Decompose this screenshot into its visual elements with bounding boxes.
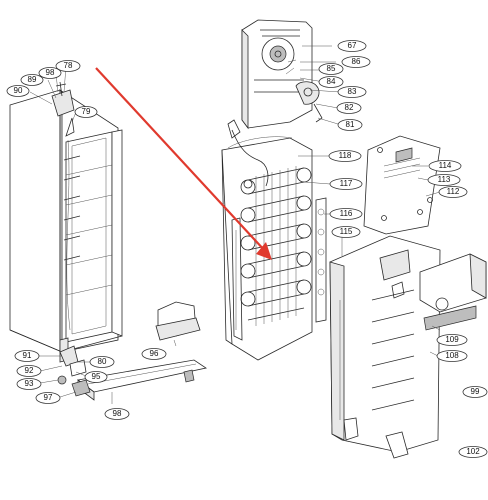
- callout-67: 67: [337, 40, 367, 52]
- callout-92: 92: [16, 365, 42, 377]
- svg-text:81: 81: [346, 120, 355, 129]
- pointer-arrow: [95, 67, 272, 260]
- callout-91: 91: [14, 350, 40, 362]
- callout-98-bottom: 98: [104, 408, 130, 420]
- drain-strip: [315, 197, 327, 323]
- callout-98-top: 98: [38, 67, 62, 79]
- callout-83: 83: [337, 86, 367, 98]
- svg-text:89: 89: [28, 75, 37, 84]
- svg-text:80: 80: [98, 357, 107, 366]
- callout-113: 113: [427, 174, 461, 186]
- evaporator-coil: [240, 166, 312, 326]
- svg-text:96: 96: [150, 349, 159, 358]
- callout-112: 112: [438, 186, 468, 198]
- svg-text:67: 67: [348, 41, 357, 50]
- callout-86: 86: [341, 56, 371, 68]
- svg-text:97: 97: [44, 393, 53, 402]
- callout-117: 117: [329, 178, 363, 190]
- svg-text:118: 118: [339, 151, 352, 160]
- svg-text:114: 114: [439, 161, 452, 170]
- callout-116: 116: [329, 208, 363, 220]
- svg-text:116: 116: [340, 209, 353, 218]
- fan-housing: [419, 253, 487, 331]
- svg-text:112: 112: [447, 187, 460, 196]
- svg-text:92: 92: [25, 366, 34, 375]
- svg-text:108: 108: [445, 351, 459, 360]
- callout-102: 102: [458, 446, 488, 458]
- svg-text:98: 98: [113, 409, 122, 418]
- callout-84: 84: [318, 76, 344, 88]
- svg-text:85: 85: [327, 64, 336, 73]
- callout-80: 80: [89, 356, 115, 368]
- svg-text:98: 98: [46, 68, 55, 77]
- callout-96: 96: [141, 348, 167, 360]
- svg-text:95: 95: [92, 372, 101, 381]
- svg-text:82: 82: [345, 103, 354, 112]
- svg-text:115: 115: [340, 227, 353, 236]
- callout-79: 79: [74, 106, 98, 118]
- svg-text:117: 117: [340, 179, 353, 188]
- svg-text:91: 91: [23, 351, 32, 360]
- svg-text:109: 109: [445, 335, 459, 344]
- bottom-hinge-parts: [57, 345, 87, 385]
- svg-text:83: 83: [348, 87, 357, 96]
- callout-78: 78: [55, 60, 81, 72]
- callout-89: 89: [20, 74, 44, 86]
- callout-95: 95: [84, 371, 108, 383]
- rear-panel: [363, 135, 441, 235]
- svg-text:86: 86: [352, 57, 361, 66]
- callout-109: 109: [436, 334, 468, 346]
- svg-text:102: 102: [466, 447, 480, 456]
- callout-93: 93: [16, 378, 42, 390]
- base-rail: [71, 359, 208, 401]
- svg-text:93: 93: [25, 379, 34, 388]
- callout-82: 82: [336, 102, 362, 114]
- svg-text:79: 79: [82, 107, 91, 116]
- svg-text:78: 78: [64, 61, 73, 70]
- svg-text:84: 84: [327, 77, 336, 86]
- svg-text:113: 113: [438, 175, 451, 184]
- callout-90: 90: [6, 85, 30, 97]
- svg-text:90: 90: [14, 86, 23, 95]
- callout-81: 81: [337, 119, 363, 131]
- small-tray: [155, 301, 201, 341]
- callout-114: 114: [428, 160, 462, 172]
- refrigerator-cabinet: [9, 81, 123, 363]
- callout-115: 115: [331, 226, 361, 238]
- svg-text:99: 99: [471, 387, 480, 396]
- callout-99: 99: [462, 386, 488, 398]
- callout-108: 108: [436, 350, 468, 362]
- callout-85: 85: [318, 63, 344, 75]
- callout-97: 97: [35, 392, 61, 404]
- fan-motor-bracket: [241, 19, 323, 130]
- evaporator-cover: [329, 235, 441, 459]
- callout-118: 118: [328, 150, 362, 162]
- callout-labels: 67 86 85 84 83 82 81 78 98 89 90 79 118 …: [6, 40, 488, 458]
